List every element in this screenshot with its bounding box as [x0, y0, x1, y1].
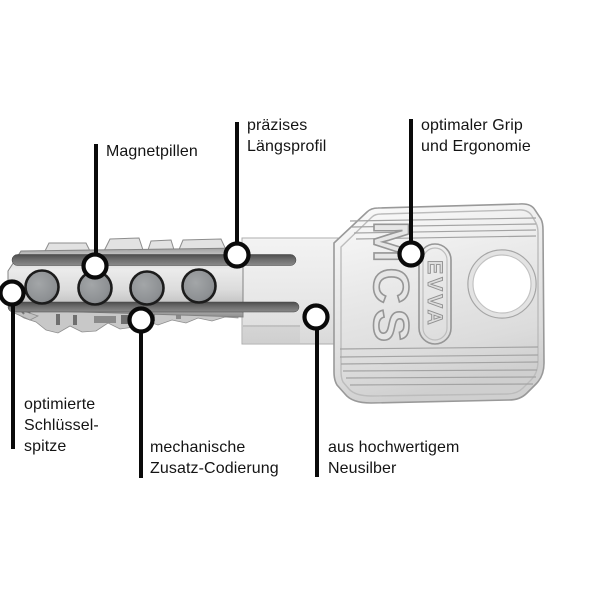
- label-spitze: optimierte Schlüssel- spitze: [24, 396, 99, 455]
- key-bow-inner-border: [340, 209, 539, 397]
- label-codierung: mechanische Zusatz-Codierung: [150, 439, 279, 477]
- evva-badge: EVVA: [418, 243, 452, 345]
- bow-top-ridges: [349, 217, 537, 240]
- label-neusilber: aus hochwertigem Neusilber: [328, 439, 460, 477]
- callout-marker-laengsprofil: [223, 241, 251, 269]
- label-magnetpillen: Magnetpillen: [106, 143, 198, 160]
- key-hole: [467, 249, 537, 319]
- blade-top-profile-band: [11, 254, 297, 266]
- key-blade: [7, 237, 300, 334]
- key-neck: [241, 237, 341, 345]
- mcs-embossing: MCS: [363, 221, 419, 347]
- magnet-pill-1: [24, 269, 60, 305]
- key-bow: MCS EVVA: [333, 203, 545, 404]
- callout-marker-neusilber: [302, 303, 330, 331]
- label-grip: optimaler Grip und Ergonomie: [421, 117, 531, 155]
- callout-marker-grip: [397, 240, 425, 268]
- callout-marker-spitze: [0, 279, 26, 307]
- magnet-pill-3: [129, 270, 165, 306]
- magnet-pill-4: [181, 268, 217, 304]
- label-laengsprofil: präzises Längsprofil: [247, 117, 327, 155]
- evva-badge-text: EVVA: [423, 260, 446, 328]
- callout-marker-codierung: [127, 306, 155, 334]
- callout-marker-magnetpillen: [81, 252, 109, 280]
- bow-bottom-ridges: [339, 346, 539, 386]
